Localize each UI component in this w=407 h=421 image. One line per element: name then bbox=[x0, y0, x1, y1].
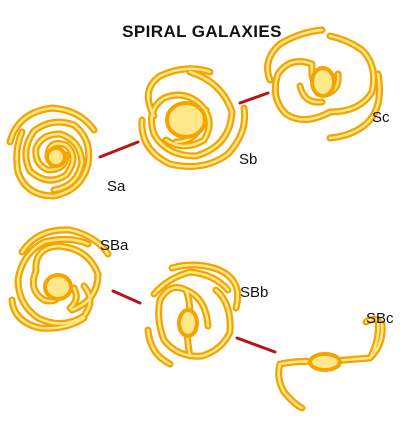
galaxy-sba bbox=[12, 230, 108, 328]
galaxy-sbc-nucleus bbox=[308, 352, 342, 372]
label-sa: Sa bbox=[107, 178, 126, 195]
galaxy-sbb-nucleus bbox=[177, 308, 199, 338]
galaxy-sc-nucleus bbox=[310, 66, 336, 98]
connector-sa-sb bbox=[98, 140, 140, 159]
galaxy-sc bbox=[268, 30, 380, 138]
diagram-title: SPIRAL GALAXIES bbox=[122, 22, 282, 41]
label-sba: SBa bbox=[100, 237, 129, 254]
label-sc: Sc bbox=[372, 109, 390, 126]
connector-sb-sc bbox=[238, 91, 270, 105]
label-sbb: SBb bbox=[240, 284, 268, 301]
galaxy-sb bbox=[142, 69, 245, 167]
galaxy-sb-nucleus bbox=[165, 101, 207, 139]
galaxy-sa-nucleus bbox=[45, 146, 67, 168]
label-sb: Sb bbox=[239, 151, 257, 168]
connector-sba-sbb bbox=[111, 289, 142, 305]
galaxy-sbb bbox=[148, 265, 238, 364]
galaxy-sbc bbox=[279, 319, 383, 408]
galaxy-sa bbox=[10, 108, 94, 196]
galaxy-sba-nucleus bbox=[43, 273, 73, 301]
label-sbc: SBc bbox=[366, 310, 394, 327]
connector-sbb-sbc bbox=[235, 336, 277, 354]
